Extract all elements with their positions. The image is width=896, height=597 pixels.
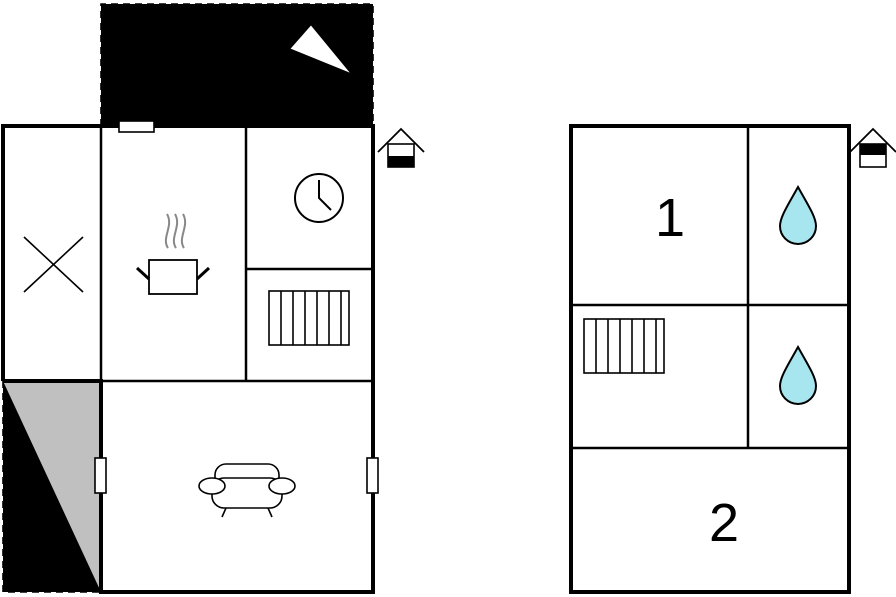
armchair-icon (198, 463, 296, 518)
house-level-ground-icon (377, 127, 425, 168)
cross-icon (23, 236, 84, 293)
clock-icon (294, 173, 344, 223)
room-label-1: 1 (655, 188, 685, 248)
window (366, 457, 379, 494)
water-drop-icon (778, 344, 818, 405)
stairs-icon (268, 290, 350, 346)
compass-arrow-icon (287, 22, 354, 76)
water-drop-icon (778, 184, 818, 245)
window (118, 120, 155, 133)
cooking-pot-icon (135, 213, 211, 295)
upper-outer-wall (569, 124, 851, 594)
ground-floor (1, 3, 425, 594)
window (94, 457, 107, 494)
stairs-icon (583, 318, 665, 374)
upper-floor: 1 2 (569, 124, 896, 594)
room-label-2: 2 (709, 493, 739, 553)
house-level-upper-icon (849, 127, 896, 168)
terrace-side-border (2, 381, 101, 593)
